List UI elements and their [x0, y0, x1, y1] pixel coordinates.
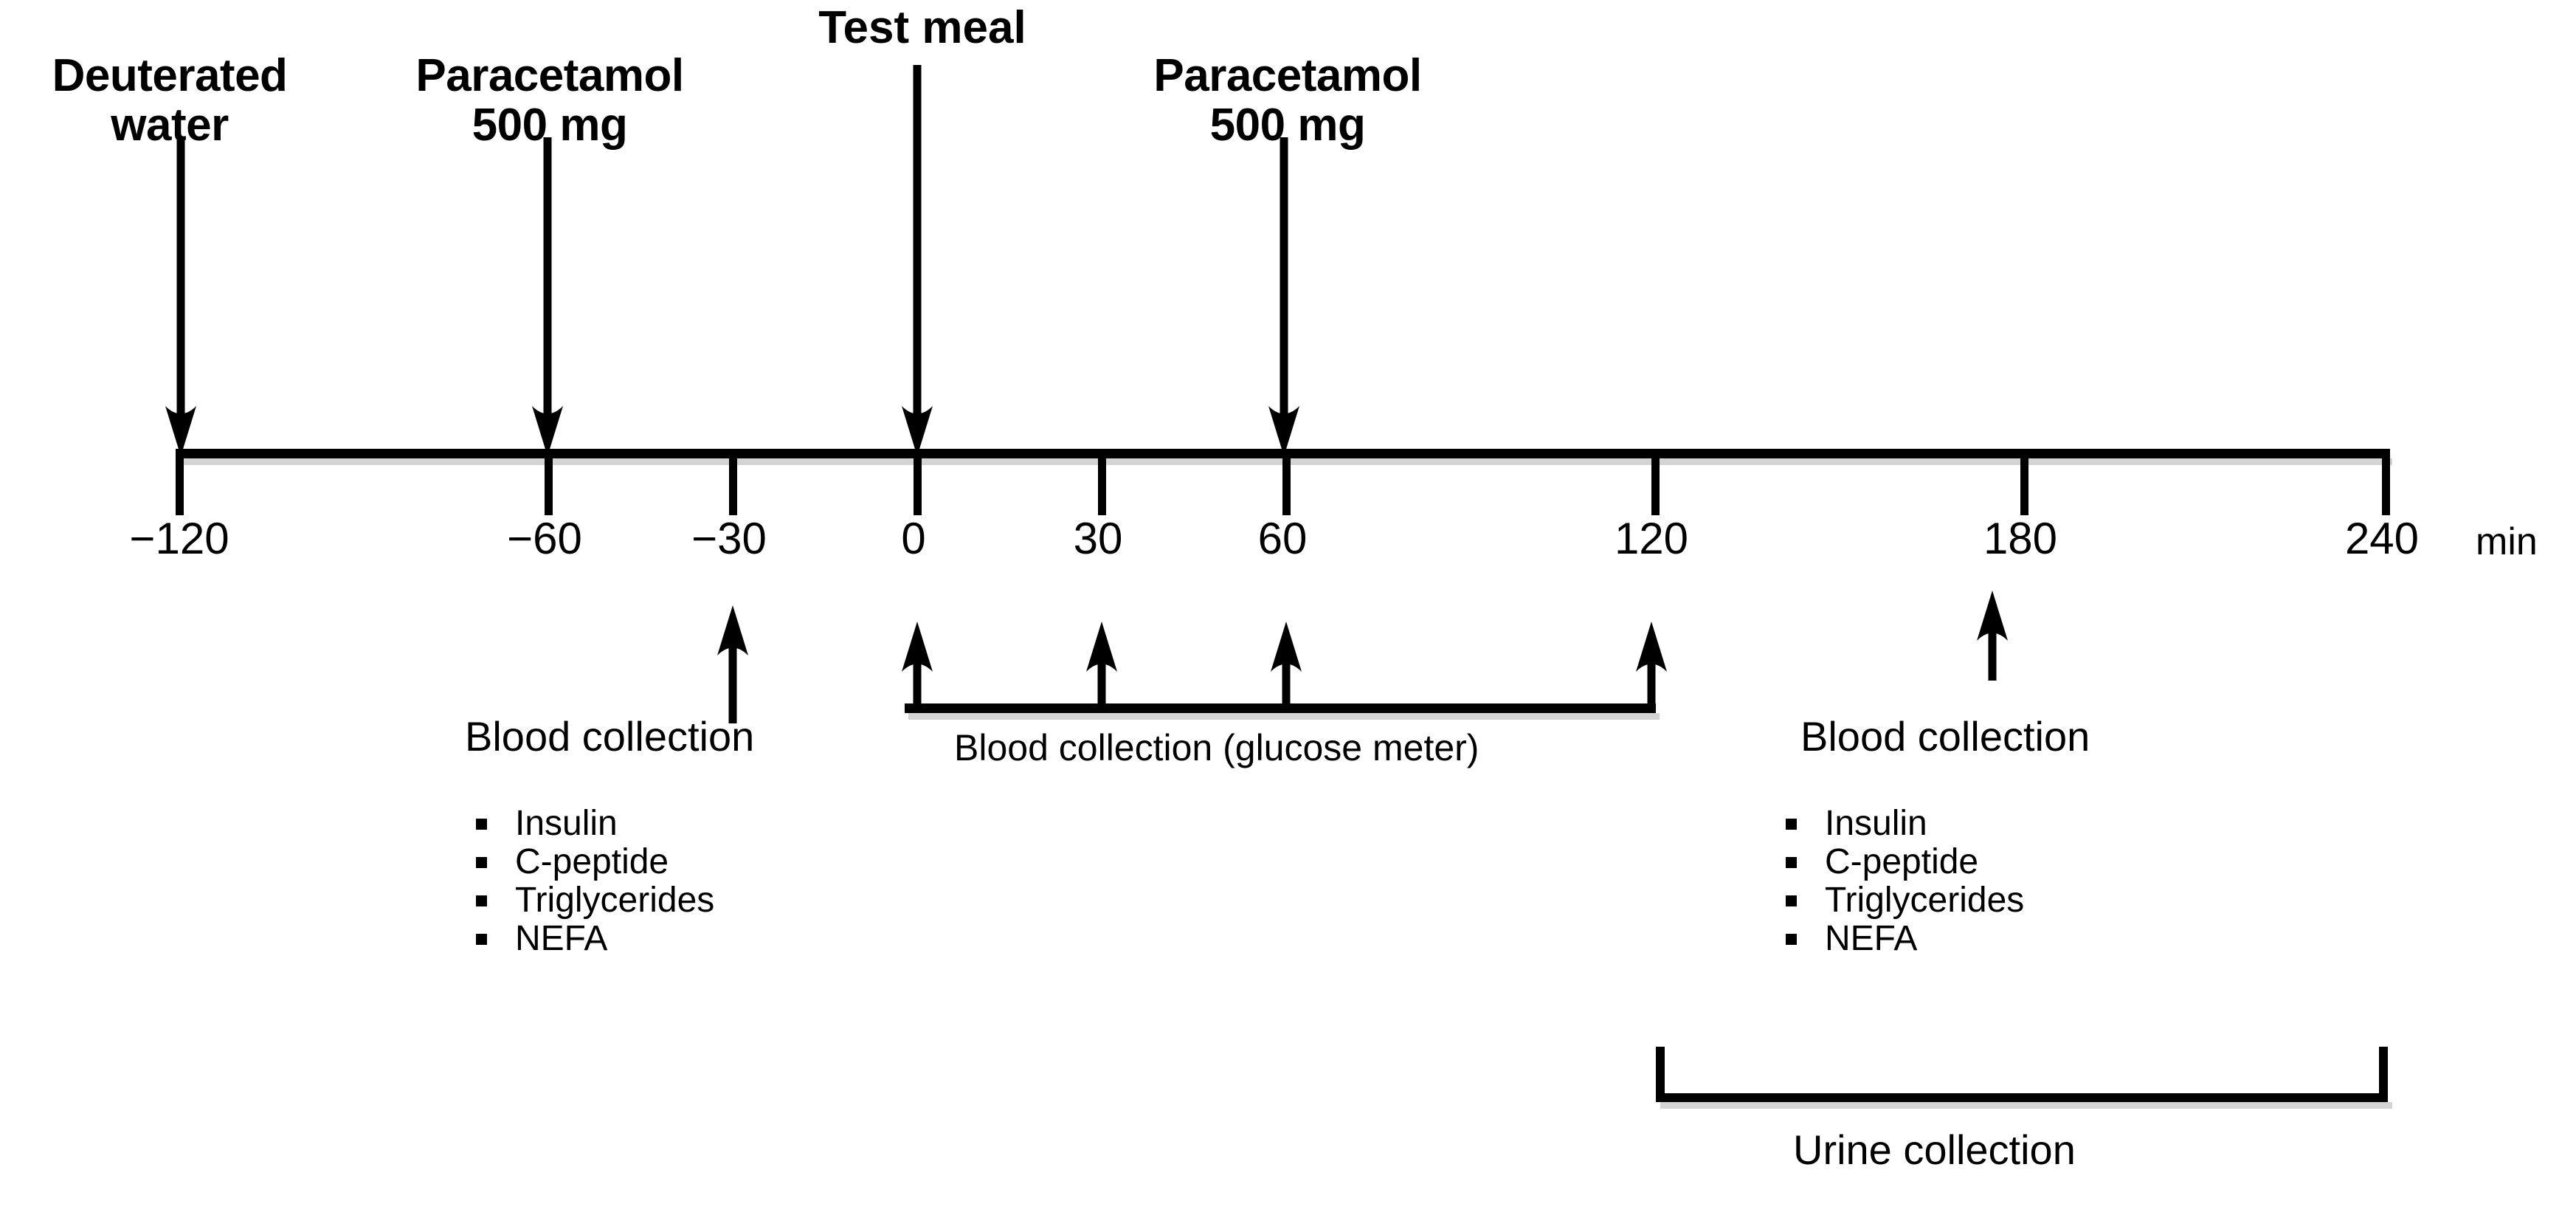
analyte-list-right: Insulin C-peptide Triglycerides NEFA [1786, 805, 2024, 958]
bullet-square-icon [476, 856, 487, 868]
list-item: Triglycerides [476, 881, 714, 920]
axis-tick-240 [2382, 449, 2390, 515]
axis-label--60: −60 [507, 514, 582, 563]
analyte-label: Insulin [515, 804, 618, 843]
list-item: Insulin [1786, 805, 2024, 843]
sampling-arrow-glucose-120 [1629, 622, 1674, 709]
intervention-label-paracetamol-1: Paracetamol 500 mg [415, 50, 684, 151]
sampling-arrow-blood-right-180 [1970, 591, 2014, 681]
axis-label--120: −120 [129, 514, 229, 563]
glucose-meter-title: Blood collection (glucose meter) [954, 727, 1479, 768]
sampling-arrow-blood-left--30 [711, 605, 755, 723]
blood-collection-left-title: Blood collection [465, 713, 755, 760]
axis-label-30: 30 [1073, 514, 1123, 563]
intervention-arrow-deuterated-water [159, 137, 203, 456]
sampling-arrow-glucose-60 [1264, 622, 1308, 709]
intervention-arrow-test-meal [895, 65, 939, 456]
sampling-arrow-glucose-0 [895, 622, 939, 709]
sampling-arrow-glucose-30 [1080, 622, 1124, 709]
urine-collection-title: Urine collection [1793, 1126, 2076, 1173]
axis-tick--120 [176, 449, 184, 515]
axis-label-0: 0 [901, 514, 926, 563]
axis-tick-120 [1651, 449, 1660, 515]
intervention-arrow-paracetamol-2 [1262, 137, 1306, 456]
analyte-label: Triglycerides [515, 881, 715, 920]
intervention-label-paracetamol-2: Paracetamol 500 mg [1153, 50, 1422, 151]
analyte-label: C-peptide [515, 842, 669, 881]
axis-tick-180 [2020, 449, 2028, 515]
axis-label-180: 180 [1983, 514, 2058, 563]
analyte-label: Triglycerides [1825, 881, 2025, 920]
analyte-label: NEFA [515, 919, 608, 958]
analyte-list-left: Insulin C-peptide Triglycerides NEFA [476, 805, 714, 958]
axis-tick--60 [545, 449, 553, 515]
list-item: Insulin [476, 805, 714, 843]
urine-collection-bracket [1656, 1047, 2392, 1109]
axis-tick-30 [1098, 449, 1106, 515]
intervention-label-test-meal: Test meal [818, 2, 1026, 53]
axis-label-240: 240 [2344, 514, 2420, 563]
axis-tick-0 [914, 449, 922, 515]
axis-label-120: 120 [1614, 514, 1689, 563]
axis-tick--30 [729, 449, 737, 515]
bullet-square-icon [1786, 895, 1797, 906]
glucose-meter-bracket [905, 703, 1660, 720]
list-item: C-peptide [476, 843, 714, 881]
list-item: NEFA [476, 920, 714, 958]
list-item: NEFA [1786, 920, 2024, 958]
list-item: Triglycerides [1786, 881, 2024, 920]
bullet-square-icon [476, 895, 487, 906]
analyte-label: Insulin [1825, 804, 1927, 843]
bullet-square-icon [476, 818, 487, 830]
bullet-square-icon [476, 933, 487, 945]
axis-label-60: 60 [1257, 514, 1308, 563]
bullet-square-icon [1786, 933, 1797, 945]
intervention-arrow-paracetamol-1 [525, 137, 570, 456]
axis-tick-60 [1282, 449, 1291, 515]
analyte-label: C-peptide [1825, 842, 1979, 881]
intervention-label-deuterated-water: Deuterated water [52, 50, 288, 151]
axis-label--30: −30 [691, 514, 767, 563]
list-item: C-peptide [1786, 843, 2024, 881]
blood-collection-right-title: Blood collection [1800, 713, 2090, 760]
analyte-label: NEFA [1825, 919, 1918, 958]
bullet-square-icon [1786, 818, 1797, 830]
axis-unit-label: min [2476, 520, 2538, 563]
bullet-square-icon [1786, 856, 1797, 868]
